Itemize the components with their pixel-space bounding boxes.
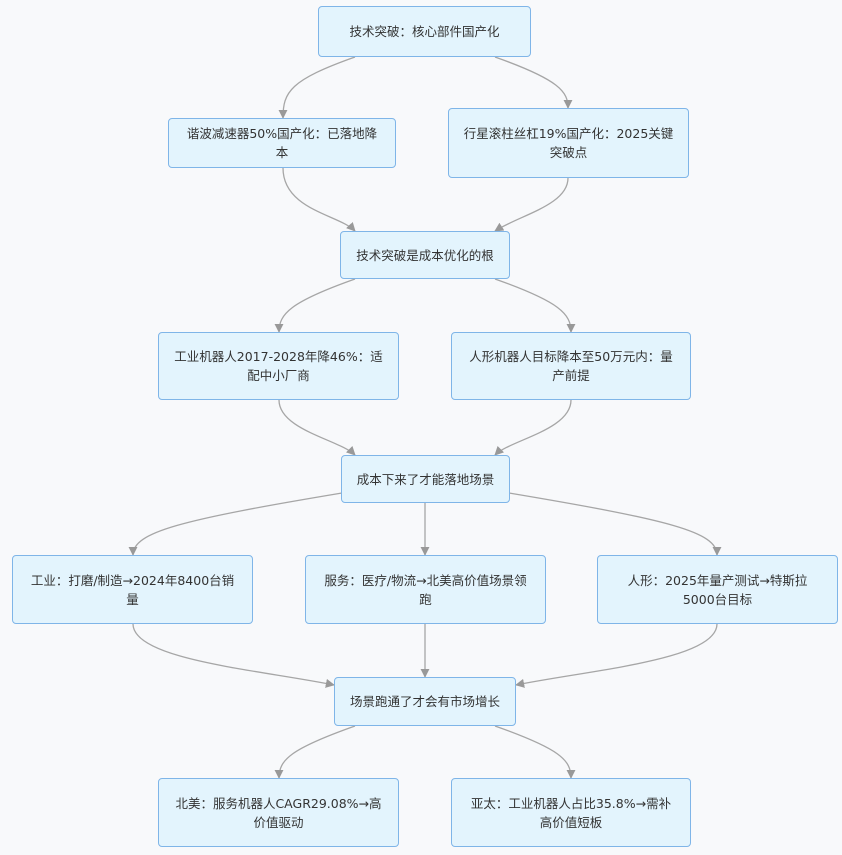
node-planetary-roller-screw: 行星滚柱丝杠19%国产化：2025关键突破点 — [448, 108, 689, 178]
edge-tech-to-harmonic — [278, 56, 356, 119]
node-tech-breakthrough: 技术突破：核心部件国产化 — [318, 6, 531, 57]
edge-scene-to-industrial — [128, 492, 343, 556]
edge-growth-to-na — [274, 725, 356, 779]
node-humanoid-cost: 人形机器人目标降本至50万元内：量产前提 — [451, 332, 691, 400]
edge-humanoid-cost-to-scene — [494, 399, 572, 456]
node-harmonic-reducer: 谐波减速器50%国产化：已落地降本 — [168, 118, 396, 168]
node-north-america: 北美：服务机器人CAGR29.08%→高价值驱动 — [158, 778, 399, 847]
node-cost-scene: 成本下来了才能落地场景 — [341, 455, 510, 503]
node-scene-growth: 场景跑通了才会有市场增长 — [334, 677, 516, 726]
edge-humanoid-to-growth — [515, 623, 718, 688]
edge-root-to-humanoid-cost — [494, 278, 576, 333]
node-industrial-scene: 工业：打磨/制造→2024年8400台销量 — [12, 555, 253, 624]
edge-harmonic-to-root — [282, 167, 356, 232]
node-industrial-cost: 工业机器人2017-2028年降46%：适配中小厂商 — [158, 332, 399, 400]
edge-growth-to-apac — [494, 725, 576, 779]
node-asia-pacific: 亚太：工业机器人占比35.8%→需补高价值短板 — [451, 778, 691, 847]
edge-scene-to-humanoid — [508, 492, 722, 556]
edge-tech-to-planetary — [494, 56, 573, 109]
node-humanoid-scene: 人形：2025年量产测试→特斯拉5000台目标 — [597, 555, 838, 624]
edge-industrial-cost-to-scene — [278, 399, 356, 456]
node-service-scene: 服务：医疗/物流→北美高价值场景领跑 — [305, 555, 546, 624]
edge-root-to-industrial-cost — [274, 278, 356, 333]
edge-planetary-to-root — [494, 177, 569, 232]
edge-industrial-to-growth — [132, 623, 335, 688]
node-tech-root: 技术突破是成本优化的根 — [340, 231, 510, 279]
